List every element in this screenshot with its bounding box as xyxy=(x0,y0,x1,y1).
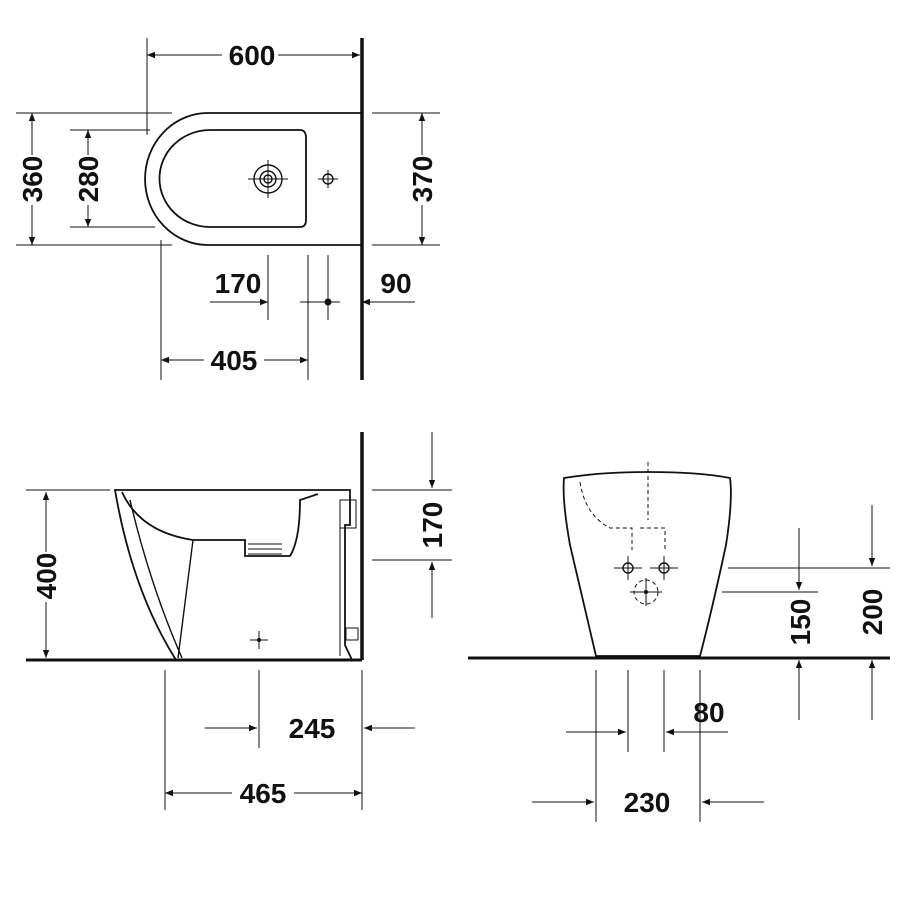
plan-view: 600 360 280 370 170 90 405 xyxy=(16,38,440,380)
dim-label-150: 150 xyxy=(785,599,816,646)
dim-label-90: 90 xyxy=(380,268,411,299)
dim-label-360: 360 xyxy=(17,156,48,203)
side-bowl-profile xyxy=(121,491,319,557)
dim-label-370: 370 xyxy=(407,156,438,203)
dim-label-400: 400 xyxy=(31,553,62,600)
dim-label-80: 80 xyxy=(693,697,724,728)
side-outlet-ribs xyxy=(248,543,282,555)
front-hidden-trap xyxy=(579,481,633,550)
dim-label-230: 230 xyxy=(624,787,671,818)
dim-label-465: 465 xyxy=(240,778,287,809)
dim-label-170-side: 170 xyxy=(417,502,448,549)
side-bidet-body xyxy=(113,489,354,661)
dim-label-405: 405 xyxy=(211,345,258,376)
dim-label-600: 600 xyxy=(229,40,276,71)
dim-label-245: 245 xyxy=(289,713,336,744)
front-bidet-body xyxy=(562,471,732,657)
dim-dot xyxy=(324,298,332,306)
front-supply-right xyxy=(650,556,678,580)
side-waste-symbol xyxy=(250,631,268,649)
front-view: 150 200 80 230 xyxy=(468,462,890,822)
dim-label-200: 200 xyxy=(857,589,888,636)
side-rear-fitting xyxy=(339,499,357,529)
side-inner-line xyxy=(129,499,183,659)
front-supply-left xyxy=(614,556,642,580)
plan-bidet-outline xyxy=(144,112,362,246)
overflow-hole-symbol xyxy=(318,170,338,188)
tap-hole-symbol xyxy=(248,160,288,198)
side-outlet-box xyxy=(345,627,359,641)
dim-label-170-plan: 170 xyxy=(215,268,262,299)
front-waste-outlet xyxy=(630,578,662,606)
dim-label-280: 280 xyxy=(73,156,104,203)
side-view: 400 170 245 465 xyxy=(26,432,452,810)
plan-bowl-inner-outline xyxy=(158,129,307,228)
side-pedestal-line xyxy=(177,539,194,659)
front-hidden-trap-right xyxy=(640,527,666,550)
